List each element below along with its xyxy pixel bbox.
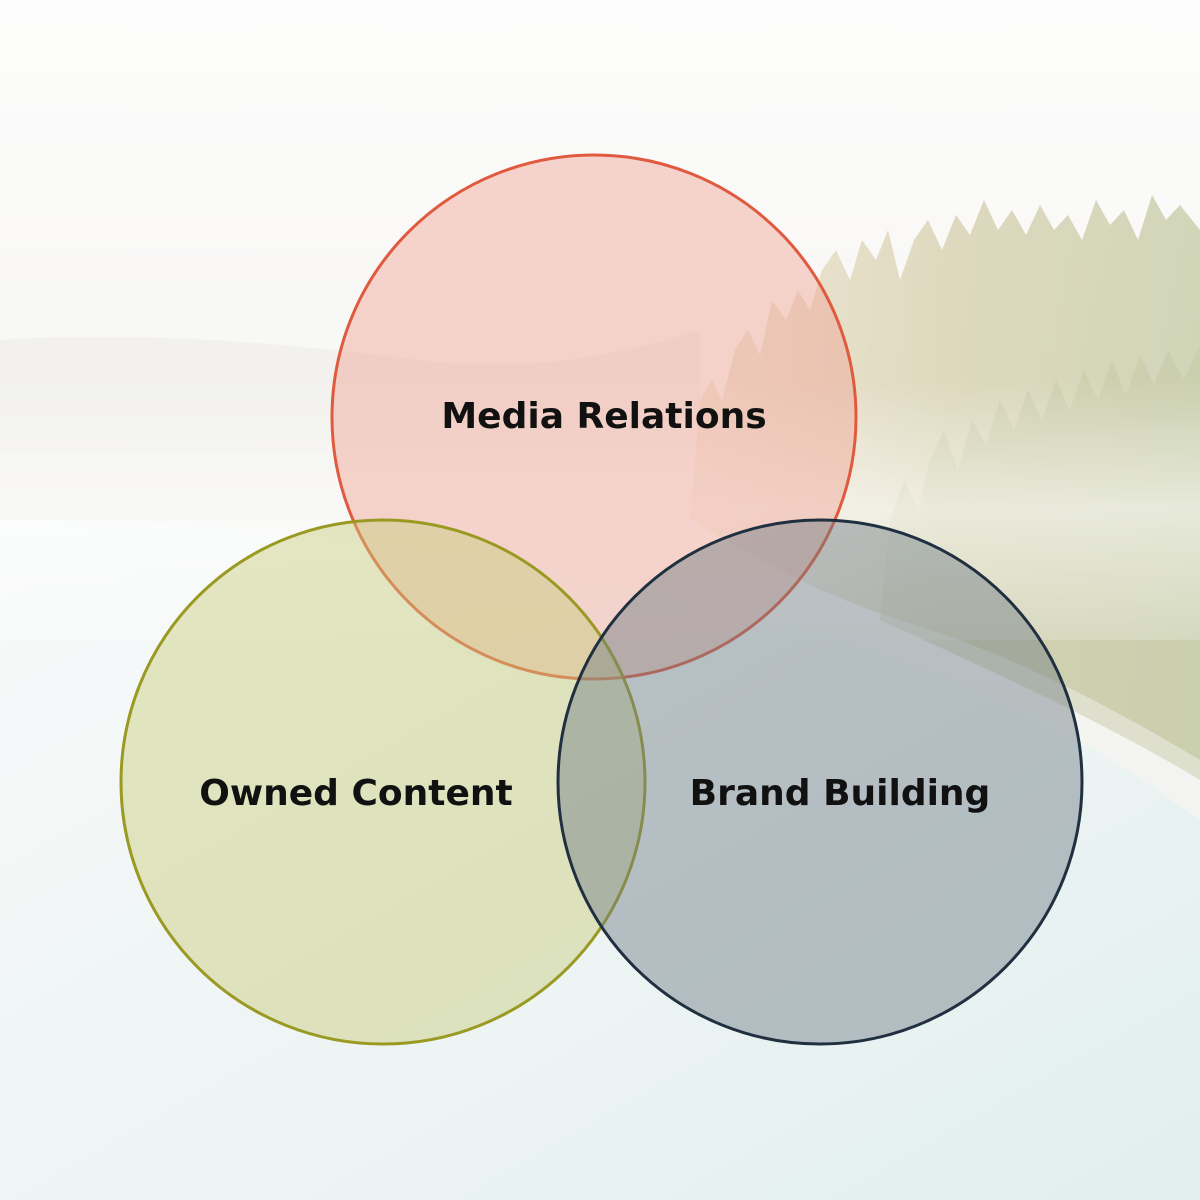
media-relations-circle	[330, 153, 858, 681]
brand-building-label: Brand Building	[690, 773, 991, 814]
owned-content-label: Owned Content	[199, 773, 512, 814]
brand-building-circle	[556, 518, 1084, 1046]
circle-owned-content	[119, 518, 647, 1046]
circle-media-relations	[330, 153, 858, 681]
media-relations-label: Media Relations	[441, 396, 766, 437]
circle-brand-building	[556, 518, 1084, 1046]
owned-content-circle	[119, 518, 647, 1046]
mist	[0, 380, 1200, 640]
